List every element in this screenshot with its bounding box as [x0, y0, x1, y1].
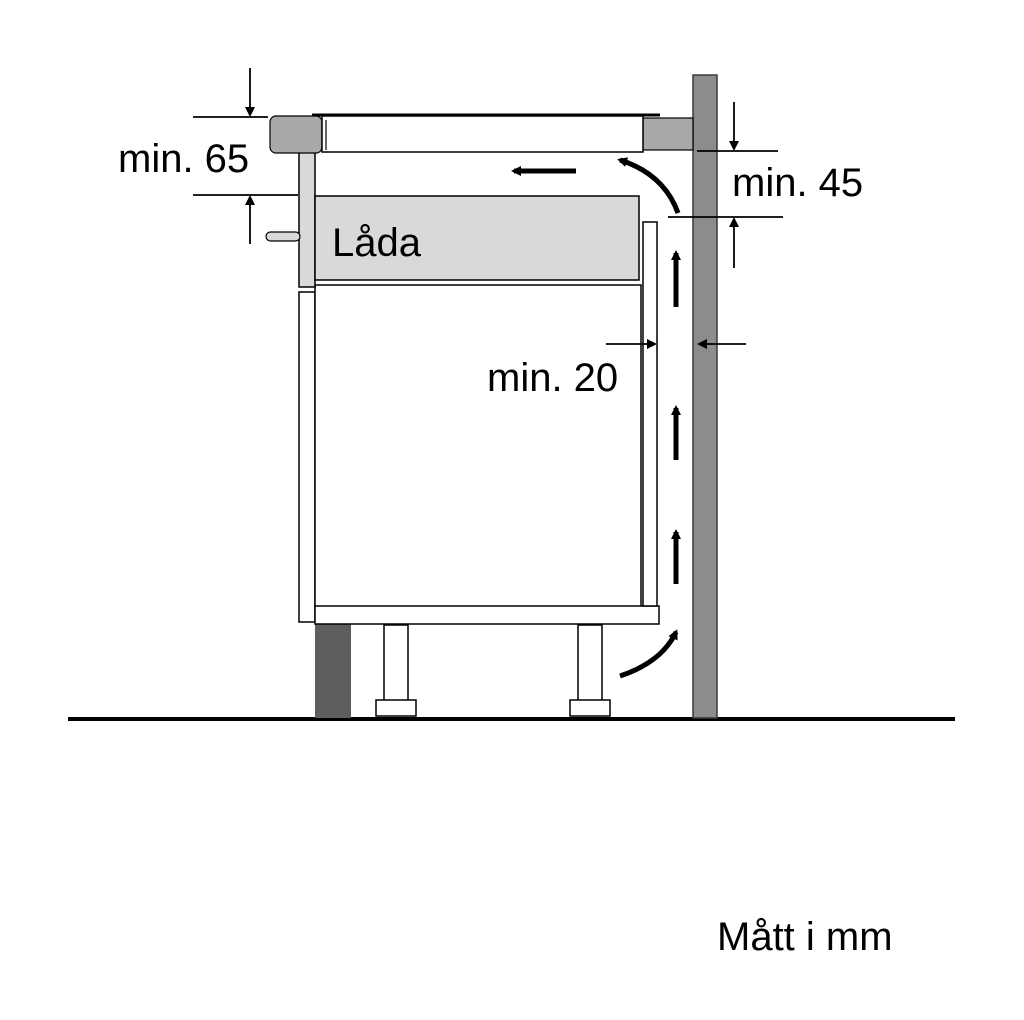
- min-45-label: min. 45: [732, 161, 863, 205]
- hob-rear-edge: [642, 117, 694, 151]
- cabinet-legs: [375, 624, 611, 717]
- wall: [692, 74, 718, 719]
- min-20-label: min. 20: [487, 356, 618, 400]
- dimension-min-45: [668, 102, 783, 268]
- hob-front-edge: [269, 115, 323, 154]
- dimension-min-65: [193, 68, 298, 244]
- cabinet-front-panel: [298, 291, 316, 623]
- drawer-handle: [265, 231, 301, 242]
- cabinet-bottom-shelf: [314, 605, 660, 625]
- curved-arrow-icon: [619, 629, 679, 679]
- hob-glass: [321, 115, 644, 153]
- airflow-arrows: [511, 157, 681, 679]
- cabinet-back-panel: [642, 221, 658, 607]
- drawer-front-strip: [298, 151, 316, 288]
- drawer: [314, 195, 640, 281]
- units-label: Mått i mm: [717, 915, 893, 959]
- min-65-label: min. 65: [118, 137, 249, 181]
- curved-arrow-icon: [617, 157, 681, 214]
- plinth: [315, 622, 351, 718]
- drawer-label: Låda: [332, 221, 422, 265]
- cabinet-body: [314, 284, 642, 609]
